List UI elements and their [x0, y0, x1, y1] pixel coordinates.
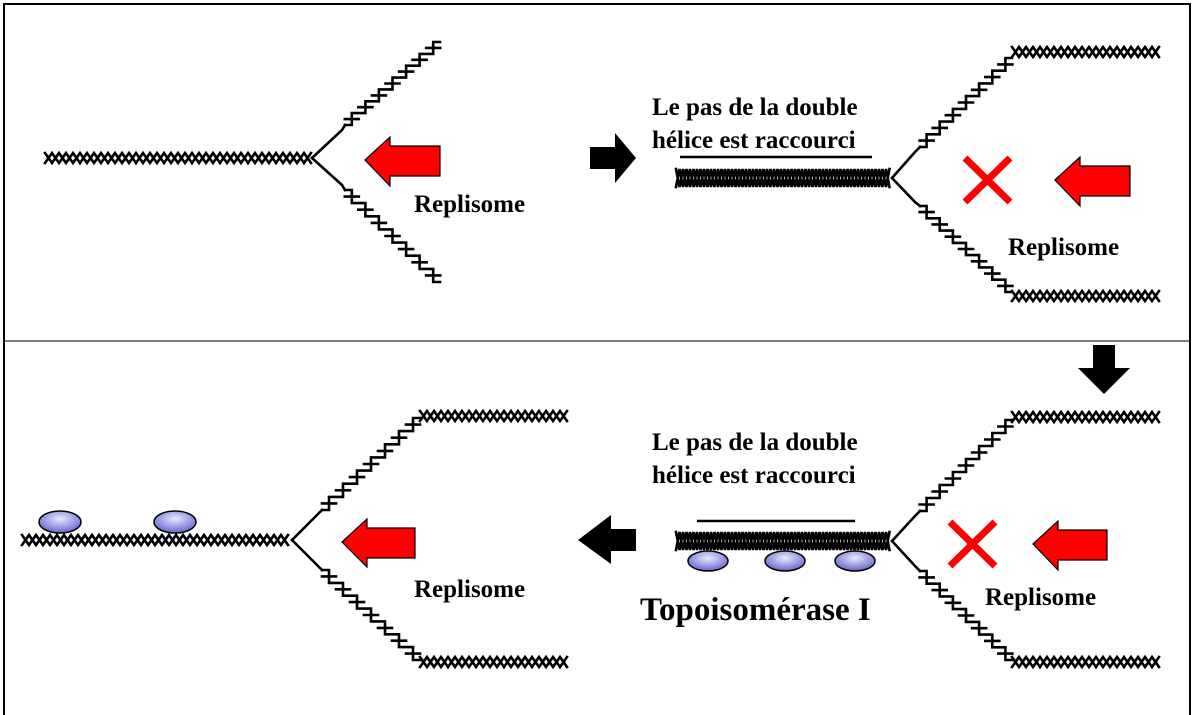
blocked-x-icon	[947, 519, 998, 569]
pitch-label-line2: hélice est raccourci	[652, 127, 856, 154]
fork-branch-upper	[890, 145, 922, 180]
step-arrow-down-icon	[1078, 345, 1130, 394]
fork-branch-lower	[890, 176, 922, 208]
topoisomerase-enzyme-icon	[153, 510, 197, 534]
fork-branch-lower	[310, 156, 347, 192]
panel-1-replication-fork: Replisome	[43, 40, 525, 284]
panel-3-topoisomerase-binding: Le pas de la double hélice est raccourci…	[640, 409, 1161, 670]
overwound-duplex	[674, 167, 892, 189]
daughter-duplex-lower	[418, 654, 569, 670]
step-arrow-right-icon	[590, 133, 636, 183]
replisome-arrow-icon	[1032, 519, 1108, 572]
replisome-arrow-icon	[364, 135, 441, 188]
fork-branch-lower	[290, 538, 324, 572]
topoisomerase-label: Topoisomérase I	[640, 592, 871, 628]
daughter-strand-lower	[320, 568, 422, 662]
topoisomerase-enzyme-icon	[38, 510, 82, 534]
pitch-label-line1: Le pas de la double	[652, 429, 858, 456]
overwound-duplex	[674, 530, 892, 552]
daughter-strand-lower	[343, 188, 442, 284]
blocked-x-icon	[962, 155, 1013, 205]
replisome-label: Replisome	[414, 191, 525, 218]
topoisomerase-enzyme-icon	[834, 550, 876, 572]
replisome-label: Replisome	[414, 576, 525, 603]
daughter-strand-lower	[918, 204, 1014, 294]
daughter-strand-lower	[918, 569, 1014, 662]
fork-branch-upper	[290, 508, 324, 542]
daughter-strand-upper	[918, 418, 1014, 513]
topoisomerase-enzyme-icon	[687, 550, 729, 572]
panel-2-supercoiling: Le pas de la double hélice est raccourci…	[652, 44, 1161, 304]
replisome-arrow-icon	[341, 517, 416, 569]
parental-duplex	[20, 532, 290, 548]
parental-duplex	[43, 150, 313, 166]
daughter-duplex-upper	[1010, 409, 1161, 425]
daughter-strand-upper	[320, 416, 422, 512]
replisome-label: Replisome	[985, 584, 1096, 611]
fork-branch-upper	[310, 123, 347, 160]
daughter-strand-upper	[343, 40, 442, 127]
panel-4-relaxed-replication: Replisome	[20, 408, 569, 670]
daughter-duplex-upper	[1010, 44, 1161, 60]
topoisomerase-enzyme-icon	[764, 550, 806, 572]
frame-border	[3, 3, 1191, 715]
replisome-arrow-icon	[1054, 155, 1131, 208]
pitch-label-line1: Le pas de la double	[652, 94, 858, 121]
daughter-duplex-lower	[1010, 654, 1161, 670]
fork-branch-lower	[890, 539, 922, 573]
fork-branch-upper	[890, 509, 922, 543]
daughter-strand-upper	[918, 56, 1014, 149]
daughter-duplex-upper	[418, 408, 569, 424]
replisome-label: Replisome	[1008, 234, 1119, 261]
step-arrow-left-icon	[578, 515, 636, 564]
daughter-duplex-lower	[1010, 288, 1161, 304]
pitch-label-line2: hélice est raccourci	[652, 462, 856, 489]
